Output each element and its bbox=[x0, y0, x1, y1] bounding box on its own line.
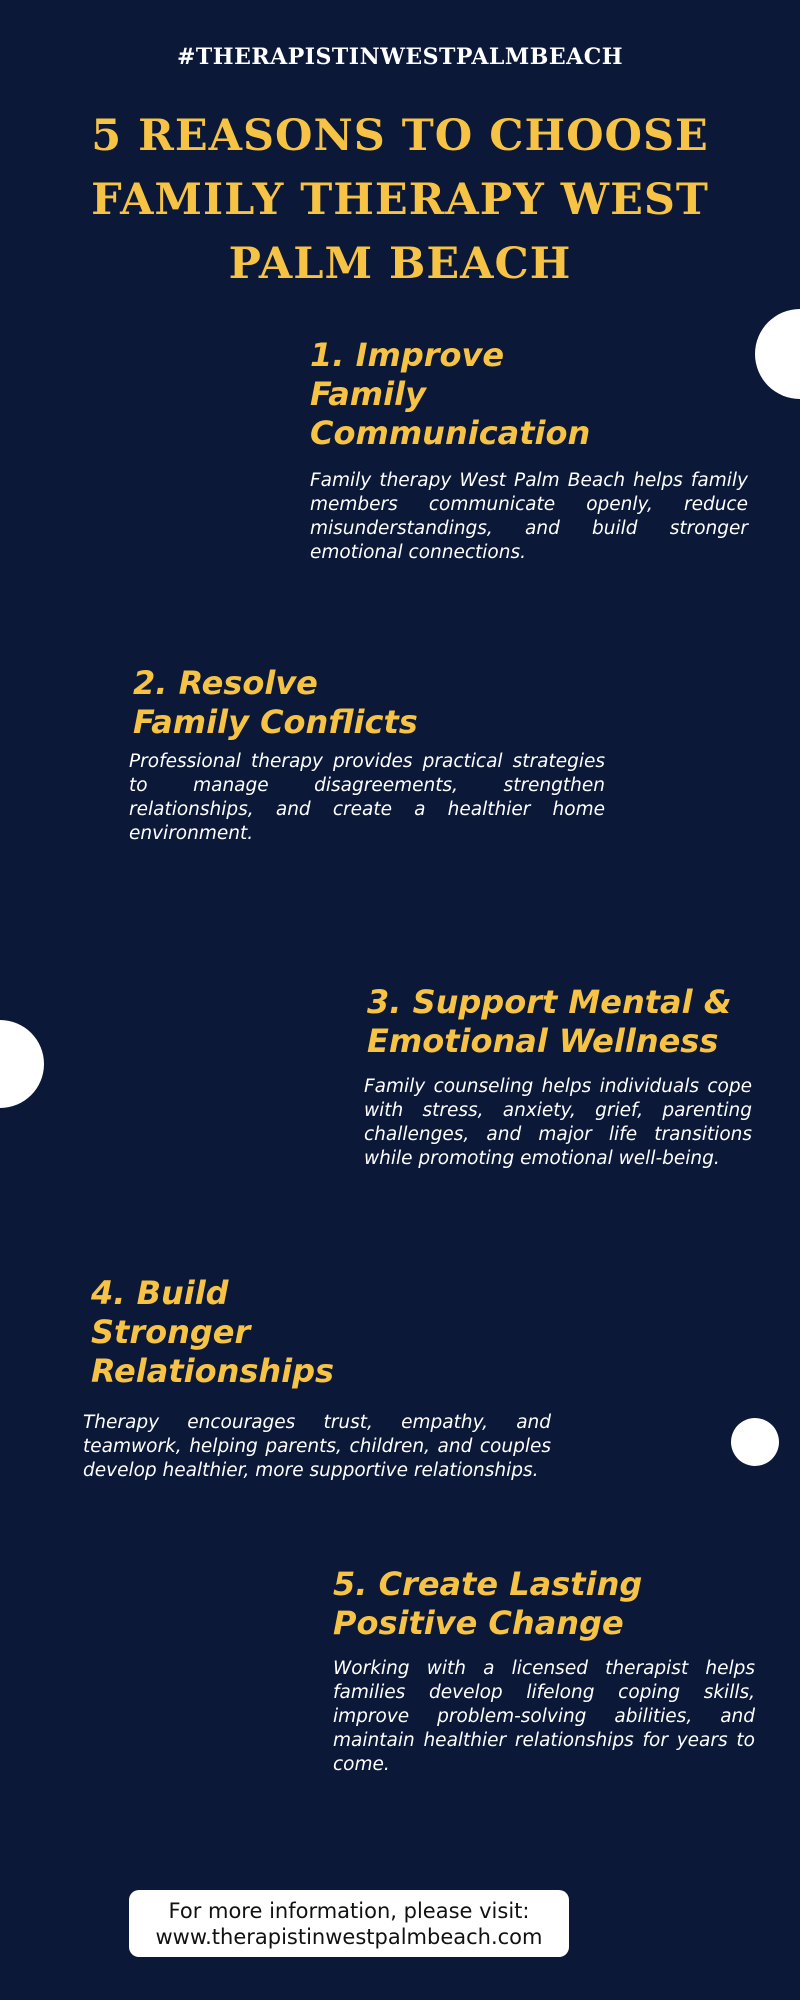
reason-5: 5. Create Lasting Positive Change Workin… bbox=[333, 1565, 755, 1777]
reason-2: 2. Resolve Family Conflicts Professional… bbox=[129, 664, 605, 846]
reason-3-title: 3. Support Mental & Emotional Wellness bbox=[367, 983, 732, 1060]
page-title: 5 REASONS TO CHOOSE FAMILY THERAPY WEST … bbox=[91, 111, 709, 289]
decorative-circle-right-top bbox=[755, 309, 800, 399]
reason-1-title: 1. Improve Family Communication bbox=[310, 336, 591, 452]
decorative-circle-left-middle bbox=[0, 1020, 44, 1108]
info-box: For more information, please visit: www.… bbox=[129, 1890, 569, 1957]
hashtag-heading: #THERAPISTINWESTPALMBEACH bbox=[176, 44, 623, 70]
reason-4-title: 4. Build Stronger Relationships bbox=[91, 1274, 335, 1390]
reason-5-title: 5. Create Lasting Positive Change bbox=[333, 1565, 643, 1642]
reason-5-body: Working with a licensed therapist helps … bbox=[333, 1658, 755, 1775]
reason-2-body: Professional therapy provides practical … bbox=[129, 751, 605, 844]
reason-4-body: Therapy encourages trust, empathy, and t… bbox=[83, 1412, 551, 1481]
reason-3-body: Family counseling helps individuals cope… bbox=[364, 1076, 752, 1169]
reason-1: 1. Improve Family Communication Family t… bbox=[310, 336, 748, 565]
reason-2-title: 2. Resolve Family Conflicts bbox=[133, 664, 418, 741]
decorative-circle-right-bottom bbox=[731, 1418, 779, 1466]
website-link[interactable]: www.therapistinwestpalmbeach.com bbox=[155, 1925, 543, 1949]
reason-4: 4. Build Stronger Relationships Therapy … bbox=[83, 1274, 551, 1483]
reason-1-body: Family therapy West Palm Beach helps fam… bbox=[310, 470, 748, 563]
reason-3: 3. Support Mental & Emotional Wellness F… bbox=[364, 983, 752, 1171]
info-line-1: For more information, please visit: bbox=[168, 1899, 530, 1923]
